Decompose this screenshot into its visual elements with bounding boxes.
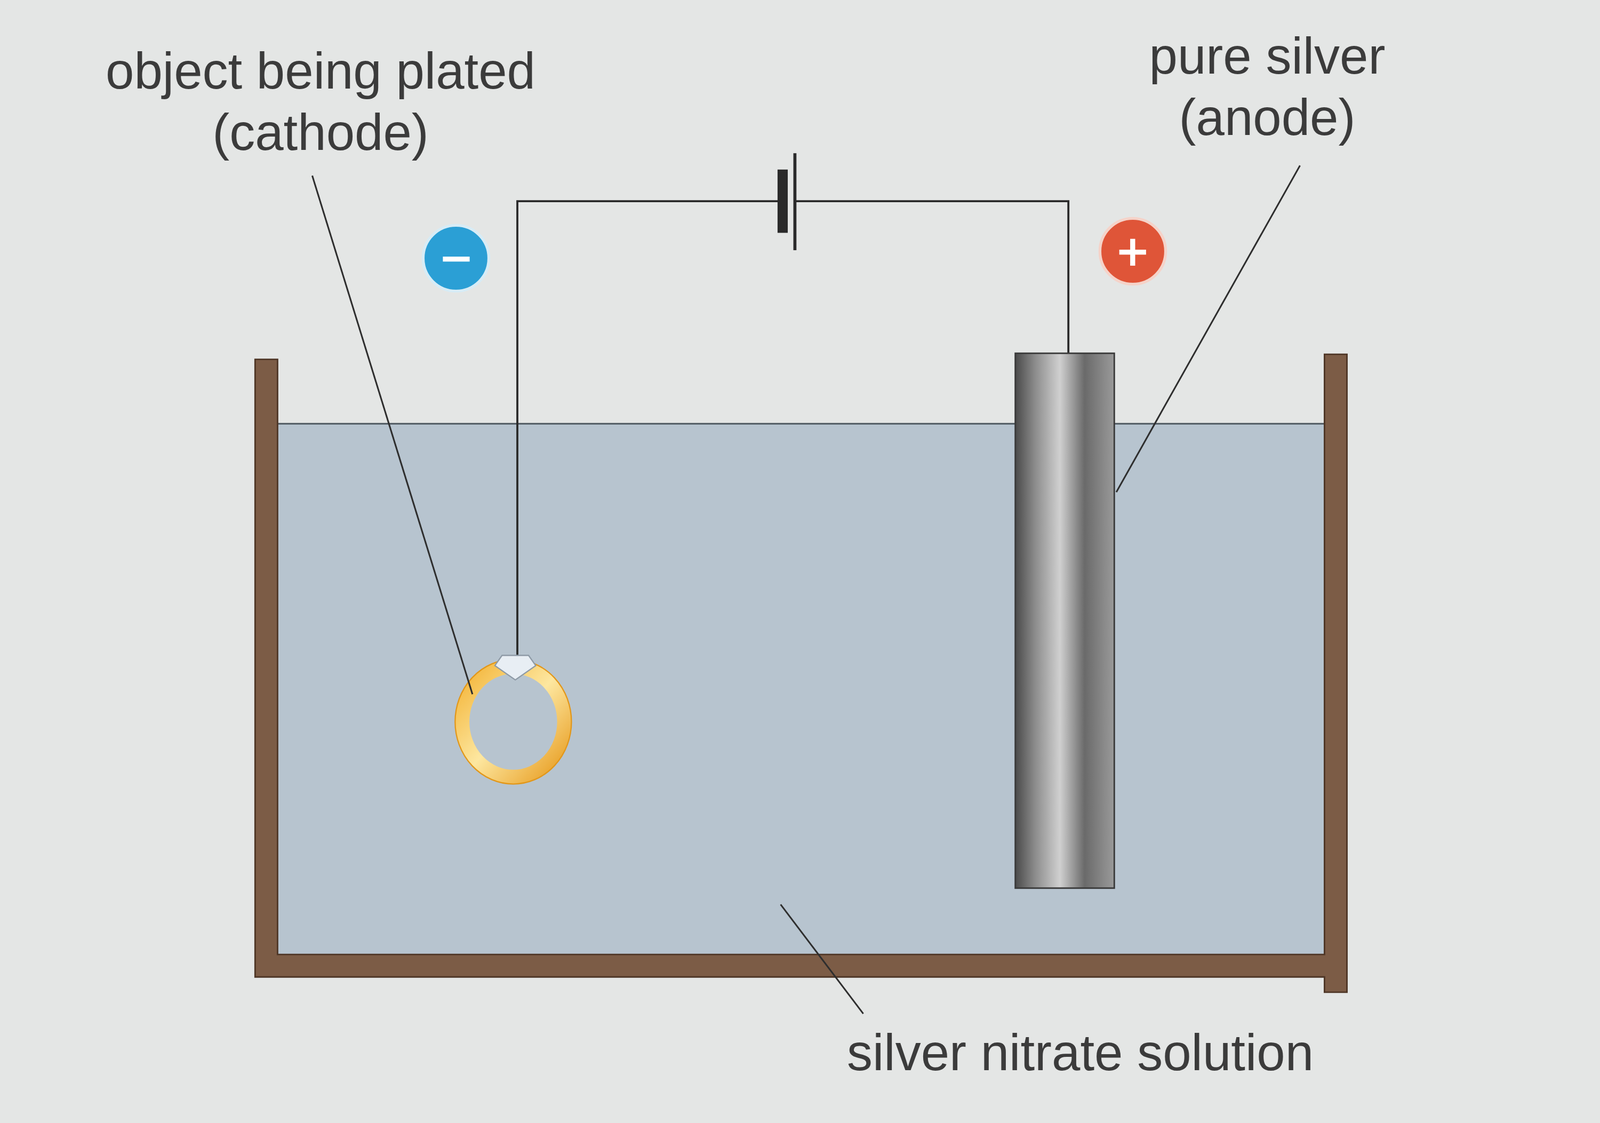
ring bbox=[462, 666, 565, 778]
liquid-surface bbox=[277, 422, 1325, 425]
polarity-circle: + bbox=[1097, 215, 1169, 287]
battery-positive-plate bbox=[793, 153, 797, 251]
polarity-circle: − bbox=[420, 222, 492, 294]
leader-line bbox=[780, 904, 864, 1014]
leader-line bbox=[1116, 165, 1300, 492]
battery-negative-plate bbox=[777, 169, 788, 234]
ring-gem bbox=[494, 655, 536, 680]
wire bbox=[517, 201, 782, 655]
wire bbox=[794, 201, 1069, 354]
circle-fill bbox=[423, 225, 490, 291]
silver-nitrate-solution bbox=[277, 423, 1325, 957]
circle-fill bbox=[1099, 218, 1166, 284]
polarity-sign: − bbox=[438, 236, 475, 280]
silver-anode-rod bbox=[1015, 353, 1115, 888]
part-label: pure silver (anode) bbox=[1107, 25, 1428, 148]
tank bbox=[254, 354, 1347, 992]
part-label: object being plated (cathode) bbox=[80, 40, 561, 163]
polarity-sign: + bbox=[1114, 229, 1151, 273]
part-label: silver nitrate solution bbox=[846, 1021, 1314, 1083]
